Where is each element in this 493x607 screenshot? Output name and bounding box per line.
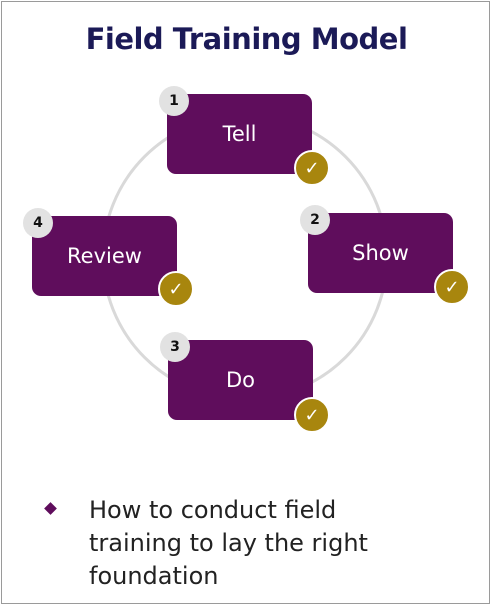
- step-label: Review: [67, 244, 142, 268]
- step-number-badge: 2: [300, 205, 330, 235]
- step-card-review: Review: [32, 216, 177, 296]
- bullet-list-item: How to conduct field training to lay the…: [44, 494, 466, 593]
- step-label: Show: [352, 241, 409, 265]
- step-label: Tell: [222, 122, 257, 146]
- page-title: Field Training Model: [85, 22, 408, 56]
- step-card-do: Do: [168, 340, 313, 420]
- step-card-tell: Tell: [167, 94, 312, 174]
- check-icon: ✓: [294, 397, 330, 433]
- bullet-diamond-icon: [44, 502, 57, 515]
- step-label: Do: [225, 368, 256, 392]
- step-number-badge: 3: [160, 332, 190, 362]
- check-icon: ✓: [434, 269, 470, 305]
- step-number-badge: 4: [23, 208, 53, 238]
- bullet-text: How to conduct field training to lay the…: [89, 496, 368, 590]
- check-icon: ✓: [158, 271, 194, 307]
- step-number-badge: 1: [159, 86, 189, 116]
- check-icon: ✓: [294, 150, 330, 186]
- step-card-show: Show: [308, 213, 453, 293]
